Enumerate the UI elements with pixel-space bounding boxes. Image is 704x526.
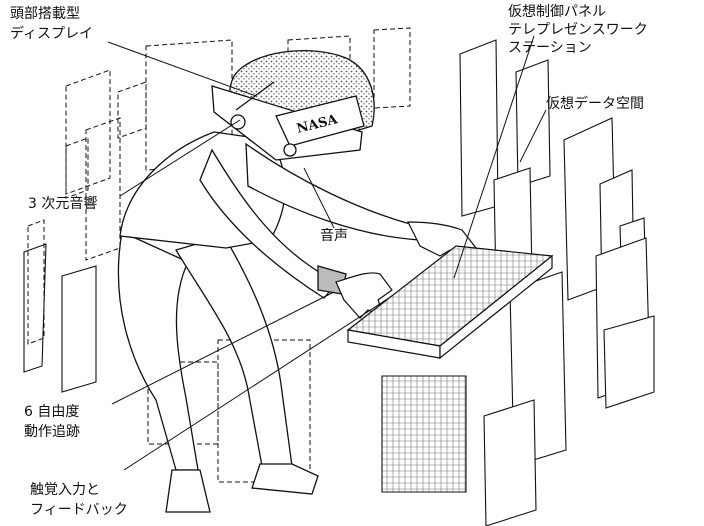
virtual-windows-left-solid — [23, 243, 97, 393]
head-mounted-display: NASA — [211, 50, 375, 161]
label-panel-line1: 仮想制御パネル — [508, 4, 606, 20]
leader-lines — [107, 35, 547, 471]
label-haptic-line1: 触覚入力と — [30, 482, 100, 498]
label-dof-line1: 6 自由度 — [24, 404, 79, 420]
callout-labels: 頭部搭載型 ディスプレイ 仮想制御パネル テレプレゼンスワーク ステーション 仮… — [10, 4, 648, 518]
label-hmd-line2: ディスプレイ — [10, 25, 93, 42]
label-panel-line3: ステーション — [508, 40, 592, 56]
label-voice: 音声 — [320, 227, 348, 244]
label-dof-line2: 動作追跡 — [24, 424, 80, 440]
person-torso — [119, 131, 422, 299]
label-3d-audio: 3 次元音響 — [28, 195, 97, 212]
label-haptic-line2: フィードバック — [30, 502, 128, 518]
label-hmd-line1: 頭部搭載型 — [10, 6, 80, 22]
person-legs — [117, 231, 319, 513]
label-panel-line2: テレプレゼンスワーク — [508, 22, 648, 38]
virtual-control-panel — [346, 245, 554, 360]
label-data-space: 仮想データ空間 — [546, 95, 644, 112]
